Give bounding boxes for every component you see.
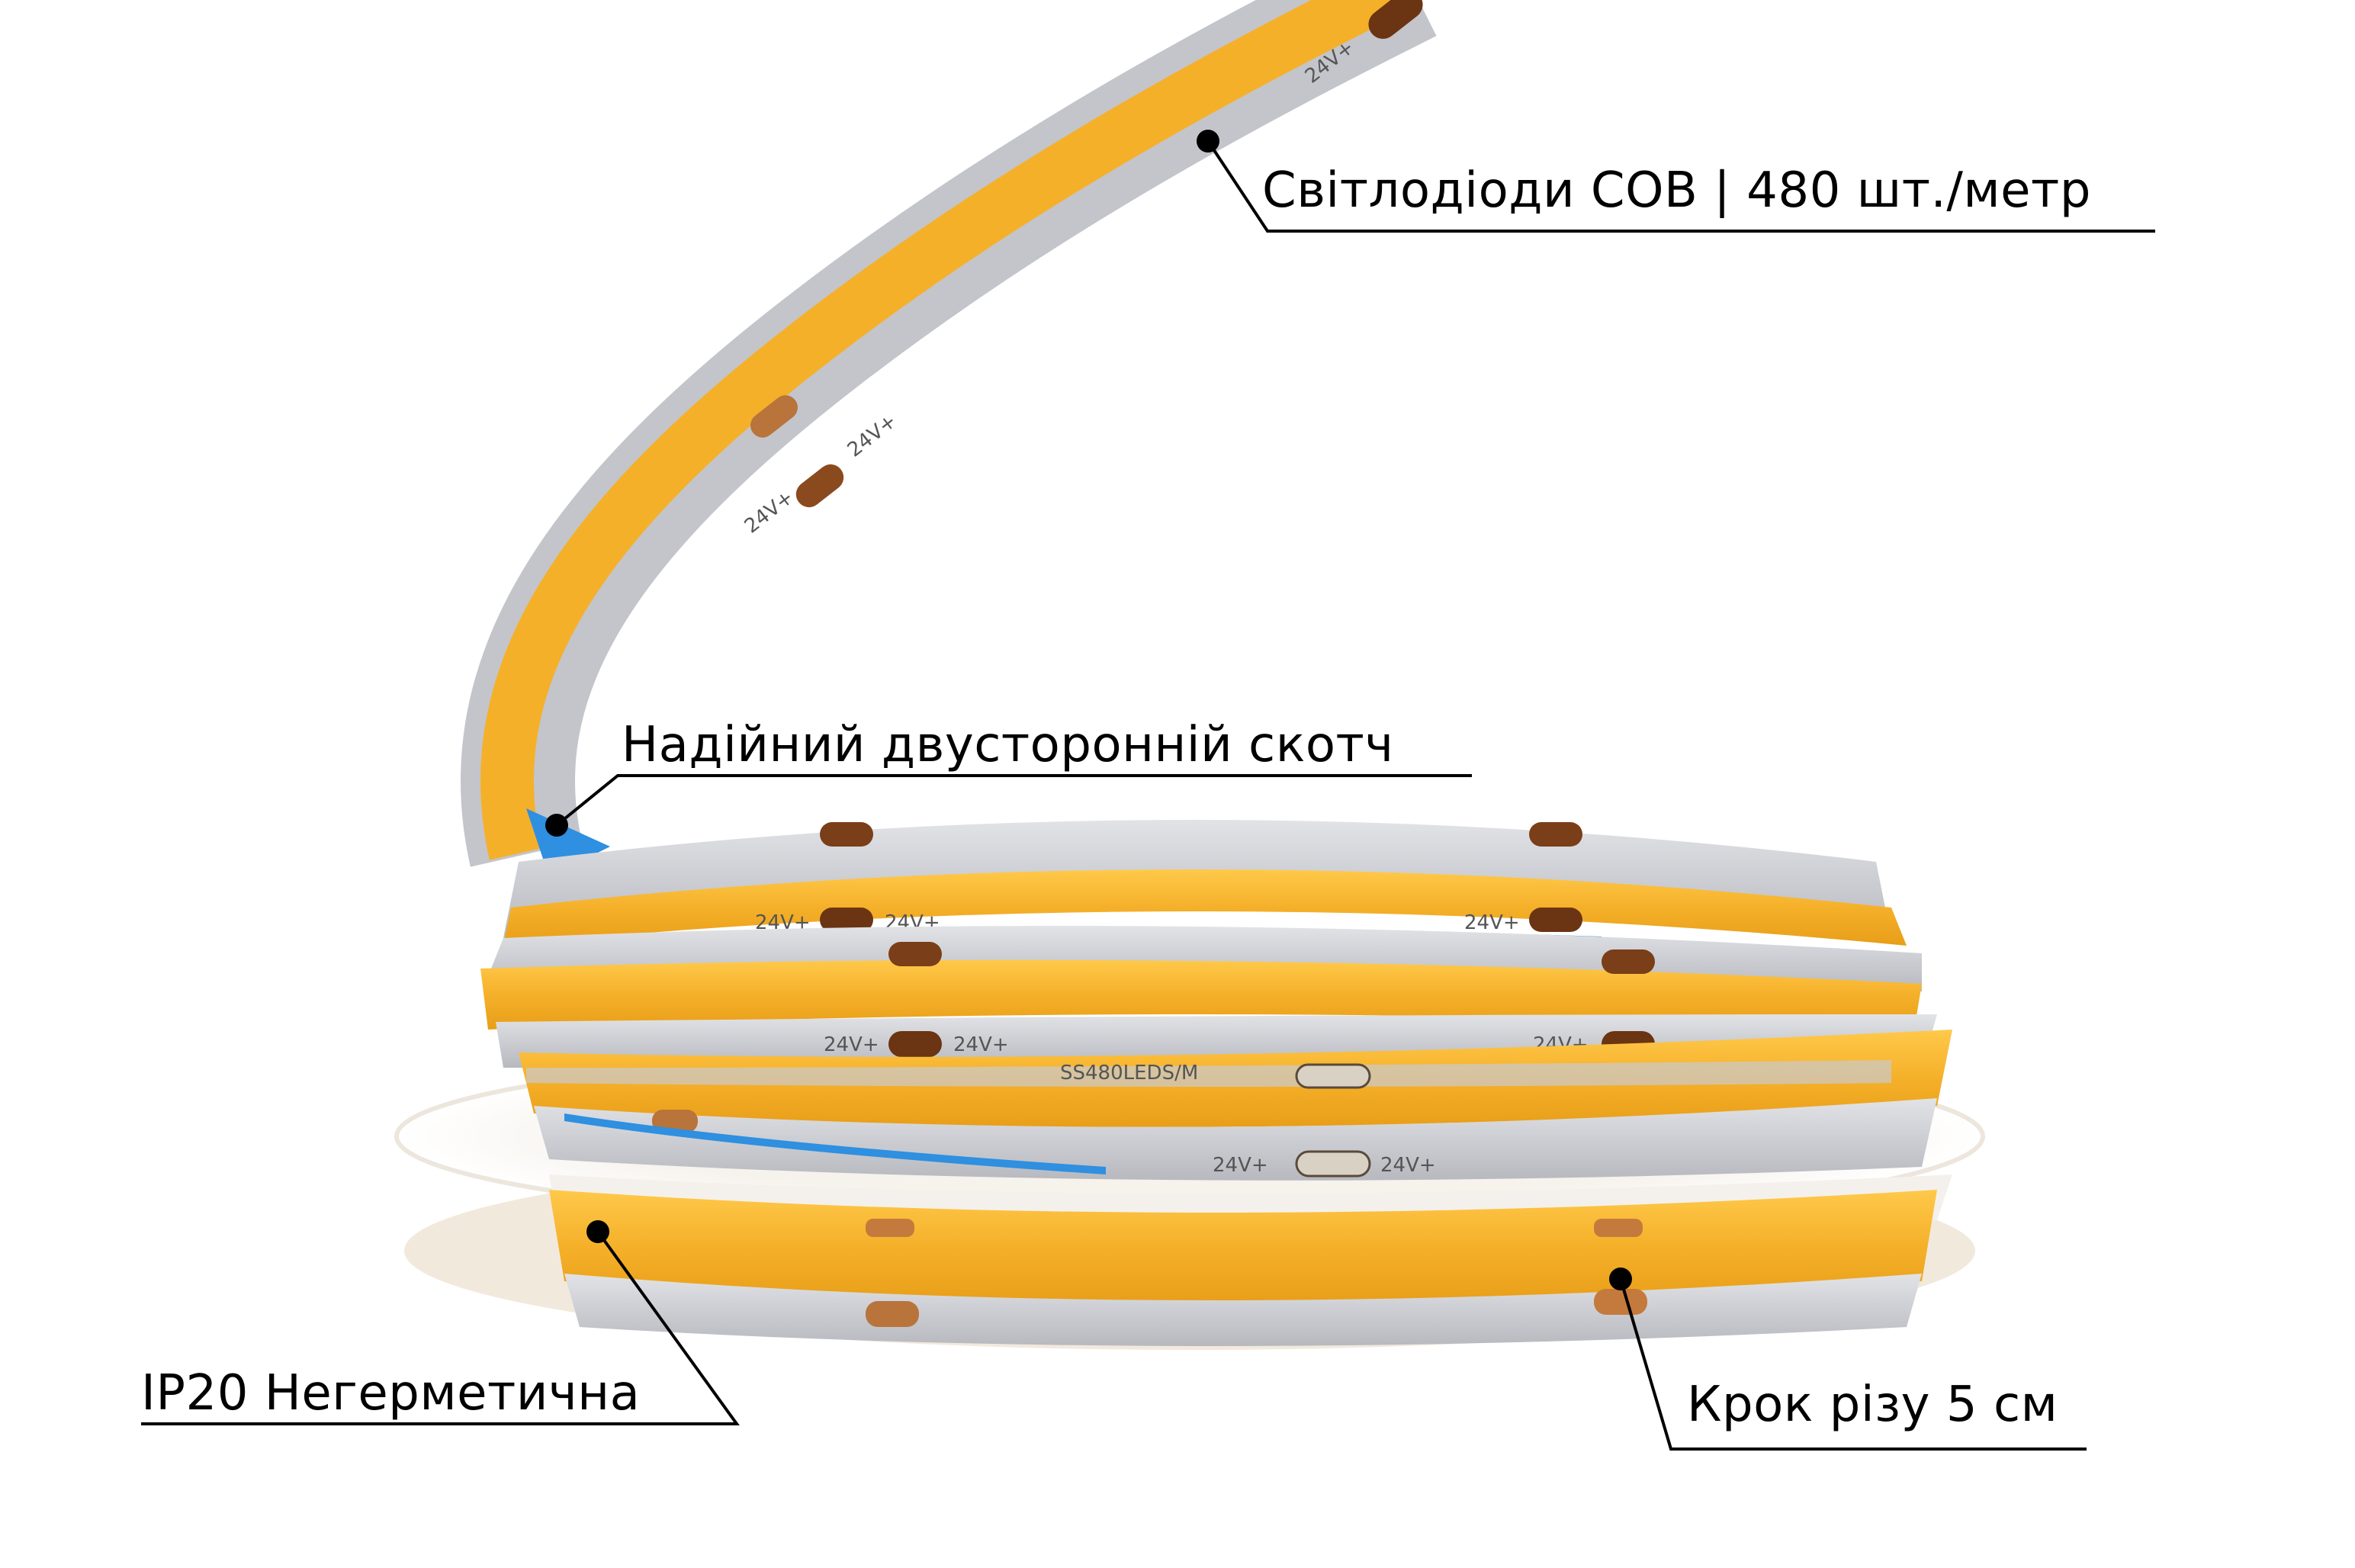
callout-label-ip-rating: IP20 Негерметична [141,1365,641,1422]
callout-label-double-sided-tape: Надійний двусторонній скотч [622,717,1394,773]
voltage-marking: 24V+ [741,486,798,538]
voltage-marking: 24V+ [1464,911,1520,934]
callout-lines [141,130,2155,1451]
voltage-marking: 24V+ [843,410,901,461]
voltage-marking: 24V+ [1380,1154,1436,1177]
voltage-marking: 24V+ [953,1033,1009,1056]
voltage-marking: 24V+ [824,1033,879,1056]
model-marking: SS480LEDS/M [1060,1062,1198,1084]
voltage-marking: 24V+ [1213,1154,1268,1177]
coil: 24V+ 24V+ 24V+ 24V+ 24V+ 24V+ SS480LEDS/… [480,820,1952,1346]
callout-label-cut-step: Крок різу 5 см [1687,1377,2058,1433]
callout-label-cob-leds: Світлодіоди СОВ | 480 шт./метр [1262,162,2091,219]
